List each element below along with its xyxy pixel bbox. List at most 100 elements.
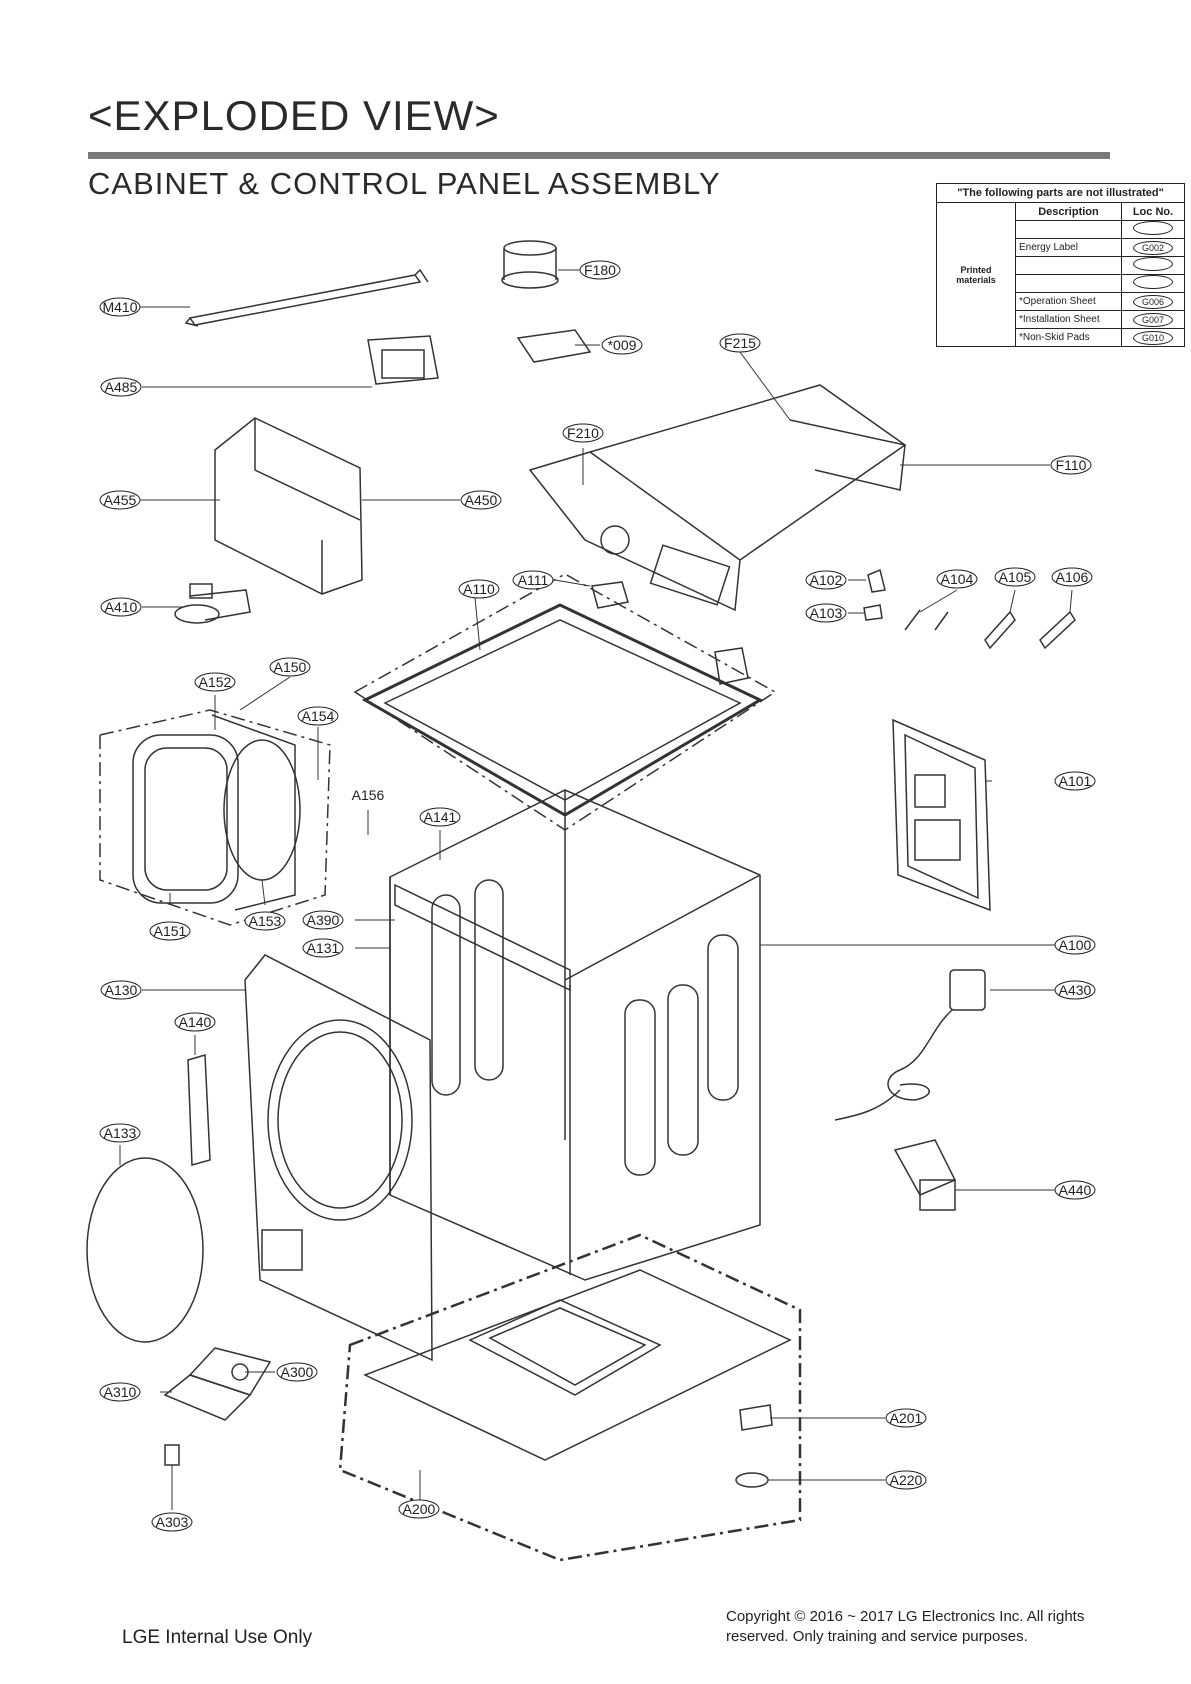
- callout-a103: A103: [810, 605, 843, 621]
- top-bracket-part: [184, 268, 429, 327]
- callout-a485: A485: [105, 379, 138, 395]
- callout-oval: [100, 377, 142, 397]
- main-pcb-part: [214, 417, 363, 595]
- callout-oval: [99, 1382, 141, 1402]
- callout-oval: [805, 603, 847, 623]
- spring-part: [164, 1444, 180, 1466]
- pressure-switch-part: [174, 583, 251, 624]
- title-divider: [88, 152, 1110, 159]
- loc-number: [1133, 257, 1173, 271]
- callout-a220: A220: [890, 1472, 923, 1488]
- callout-a100: A100: [1059, 937, 1092, 953]
- hinge-part: [187, 1054, 211, 1166]
- callout-oval: [885, 1470, 927, 1490]
- callout-oval: [1050, 455, 1092, 475]
- cabinet-part: [389, 789, 761, 1281]
- gasket-part: [516, 329, 592, 363]
- callout-oval: [100, 597, 142, 617]
- not-illustrated-parts-table: "The following parts are not illustrated…: [936, 183, 1185, 349]
- assembly-title: CABINET & CONTROL PANEL ASSEMBLY: [88, 166, 721, 201]
- callout-a110: A110: [463, 581, 495, 597]
- callout-a310: A310: [104, 1384, 137, 1400]
- callout-a410: A410: [105, 599, 138, 615]
- callout-oval: [805, 570, 847, 590]
- callout-oval: [297, 706, 339, 726]
- callout-oval: [1054, 935, 1096, 955]
- display-pcb-part: [367, 335, 439, 385]
- callout-a201: A201: [890, 1410, 923, 1426]
- copyright-note: Copyright © 2016 ~ 2017 LG Electronics I…: [726, 1608, 1085, 1645]
- callout-a106: A106: [1056, 569, 1089, 585]
- callout-oval: [1054, 771, 1096, 791]
- callout-m410: M410: [102, 299, 137, 315]
- callout-oval: [885, 1408, 927, 1428]
- callout-a152: A152: [199, 674, 232, 690]
- callout-oval: [398, 1499, 440, 1519]
- callout-a102: A102: [810, 572, 843, 588]
- callout-oval: [458, 579, 500, 599]
- callout-a133: A133: [104, 1125, 137, 1141]
- front-panel-part: [244, 954, 433, 1362]
- callout-a111: A111: [518, 572, 549, 588]
- callout-a390: A390: [307, 912, 340, 928]
- callout-oval: [194, 672, 236, 692]
- callout-a455: A455: [104, 492, 137, 508]
- callout-a105: A105: [999, 569, 1032, 585]
- page-title: <EXPLODED VIEW>: [88, 92, 500, 139]
- callout-oval: [100, 980, 142, 1000]
- callout-oval: [99, 490, 141, 510]
- callout-f110: F110: [1056, 457, 1087, 473]
- top-cover-part: [353, 573, 777, 831]
- leader-lines: [119, 269, 1073, 1510]
- callout-a151: A151: [154, 923, 187, 939]
- callout-a130: A130: [105, 982, 138, 998]
- rear-panel-part: [892, 718, 991, 912]
- callout-oval: [719, 333, 761, 353]
- clip-part: [867, 568, 886, 593]
- callout-oval: [99, 297, 141, 317]
- callout-a154: A154: [302, 708, 335, 724]
- callout-oval: [936, 569, 978, 589]
- callout-a153: A153: [249, 913, 282, 929]
- callout-oval: [1054, 1180, 1096, 1200]
- callout-oval: [174, 1012, 216, 1032]
- callout-oval: [99, 1123, 141, 1143]
- callout-oval: [302, 938, 344, 958]
- clamp-ring-part: [86, 1157, 204, 1343]
- damper-part: [904, 609, 949, 631]
- callout-oval: [276, 1362, 318, 1382]
- callout-a140: A140: [179, 1014, 212, 1030]
- callout-a300: A300: [281, 1364, 314, 1380]
- callout-a430: A430: [1059, 982, 1092, 998]
- callout-oval: [579, 260, 621, 280]
- loc-number: G006: [1133, 294, 1173, 309]
- callout-oval: [562, 423, 604, 443]
- leveling-foot-part: [735, 1472, 769, 1488]
- internal-use-note: LGE Internal Use Only: [122, 1627, 313, 1648]
- callout-a303: A303: [156, 1514, 189, 1530]
- callout-f180: F180: [584, 262, 616, 278]
- bracket-part: [739, 1404, 773, 1431]
- damper-part: [1039, 610, 1076, 650]
- damper-part: [984, 610, 1016, 650]
- callout-a131: A131: [307, 940, 340, 956]
- callout-oval: [994, 567, 1036, 587]
- filter-part: [501, 240, 559, 289]
- callout-oval: [1054, 980, 1096, 1000]
- callout-a101: A101: [1059, 773, 1092, 789]
- loc-number: [1133, 275, 1173, 289]
- base-frame-part: [338, 1233, 802, 1562]
- clip-part: [863, 604, 883, 621]
- callout-a104: A104: [941, 571, 974, 587]
- callout-oval: [512, 570, 554, 590]
- callout-oval: [269, 657, 311, 677]
- callout-oval: [302, 910, 344, 930]
- callout-oval: [149, 921, 191, 941]
- latch-part: [591, 581, 629, 609]
- callout-a156: A156: [352, 787, 385, 803]
- group-label: Printed materials: [936, 202, 1016, 347]
- table-row: [937, 256, 1185, 275]
- callout-a150: A150: [274, 659, 307, 675]
